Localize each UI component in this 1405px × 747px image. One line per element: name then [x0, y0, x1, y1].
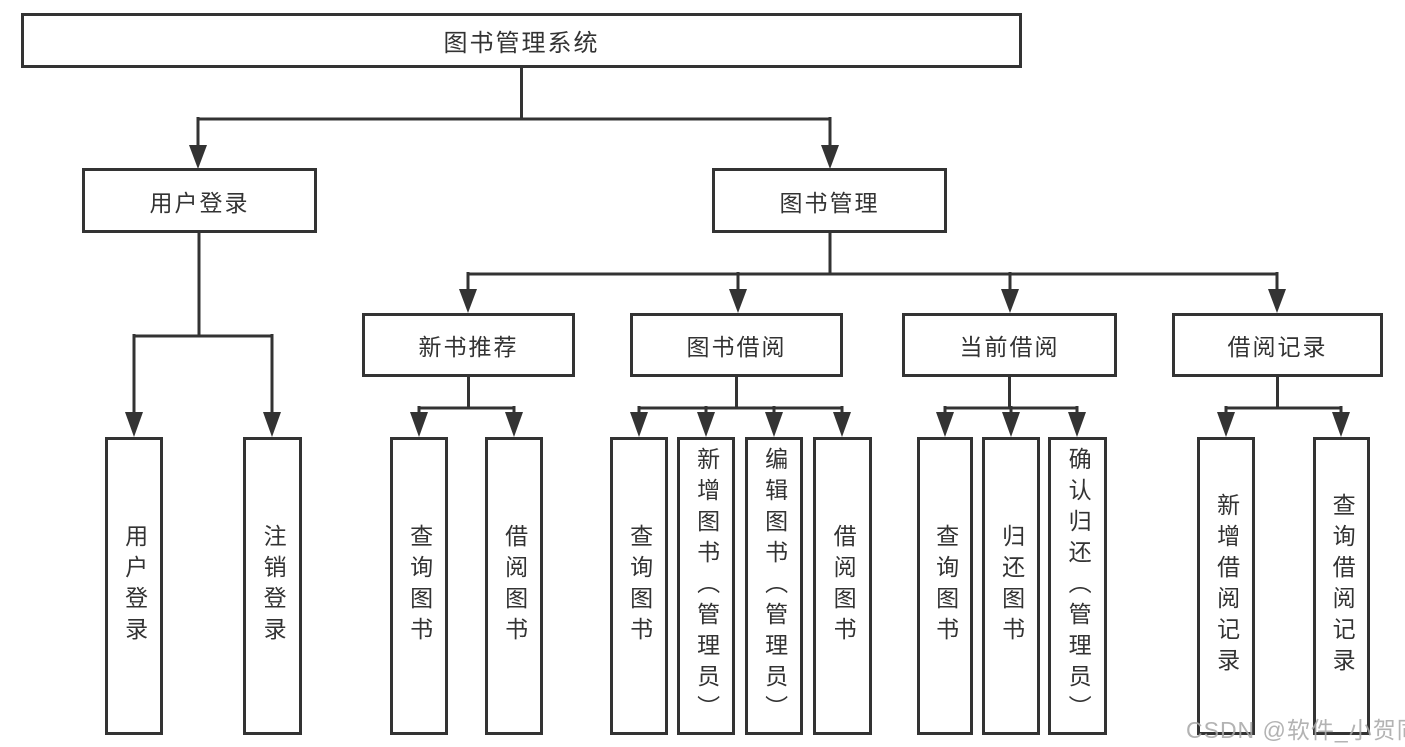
leaf-query-books-current: 查询图书	[917, 437, 973, 735]
leaf-add-books-admin: 新增图书（管理员）	[677, 437, 735, 735]
node-book-borrowing: 图书借阅	[630, 313, 843, 377]
leaf-user-login-label: 用户登录	[121, 524, 148, 648]
leaf-query-borrow-record: 查询借阅记录	[1313, 437, 1370, 735]
leaf-borrow-books-label: 借阅图书	[830, 524, 857, 648]
leaf-borrow-books: 借阅图书	[813, 437, 872, 735]
leaf-add-borrow-record: 新增借阅记录	[1197, 437, 1255, 735]
leaf-edit-books-admin: 编辑图书（管理员）	[745, 437, 803, 735]
leaf-return-books: 归还图书	[982, 437, 1040, 735]
node-new-book-recommendation: 新书推荐	[362, 313, 575, 377]
node-library-management-system: 图书管理系统	[21, 13, 1022, 68]
leaf-logout: 注销登录	[243, 437, 302, 735]
leaf-query-books-recommend: 查询图书	[390, 437, 448, 735]
csdn-watermark: CSDN @软件_小贺同学	[1186, 717, 1405, 743]
node-borrowing-records: 借阅记录	[1172, 313, 1383, 377]
node-user-login: 用户登录	[82, 168, 317, 233]
leaf-logout-label: 注销登录	[260, 524, 287, 648]
leaf-query-books-borrow: 查询图书	[610, 437, 668, 735]
leaf-borrow-books-recommend-label: 借阅图书	[501, 524, 528, 648]
leaf-edit-books-admin-label: 编辑图书（管理员）	[761, 446, 788, 726]
leaf-confirm-return-admin-label: 确认归还（管理员）	[1065, 446, 1092, 726]
node-book-management: 图书管理	[712, 168, 947, 233]
leaf-return-books-label: 归还图书	[998, 524, 1025, 648]
leaf-user-login: 用户登录	[105, 437, 163, 735]
leaf-add-borrow-record-label: 新增借阅记录	[1213, 493, 1240, 679]
leaf-add-books-admin-label: 新增图书（管理员）	[693, 446, 720, 726]
node-current-borrowing: 当前借阅	[902, 313, 1117, 377]
leaf-query-books-borrow-label: 查询图书	[626, 524, 653, 648]
leaf-borrow-books-recommend: 借阅图书	[485, 437, 543, 735]
leaf-query-books-recommend-label: 查询图书	[406, 524, 433, 648]
leaf-confirm-return-admin: 确认归还（管理员）	[1048, 437, 1107, 735]
leaf-query-books-current-label: 查询图书	[932, 524, 959, 648]
leaf-query-borrow-record-label: 查询借阅记录	[1329, 493, 1356, 679]
